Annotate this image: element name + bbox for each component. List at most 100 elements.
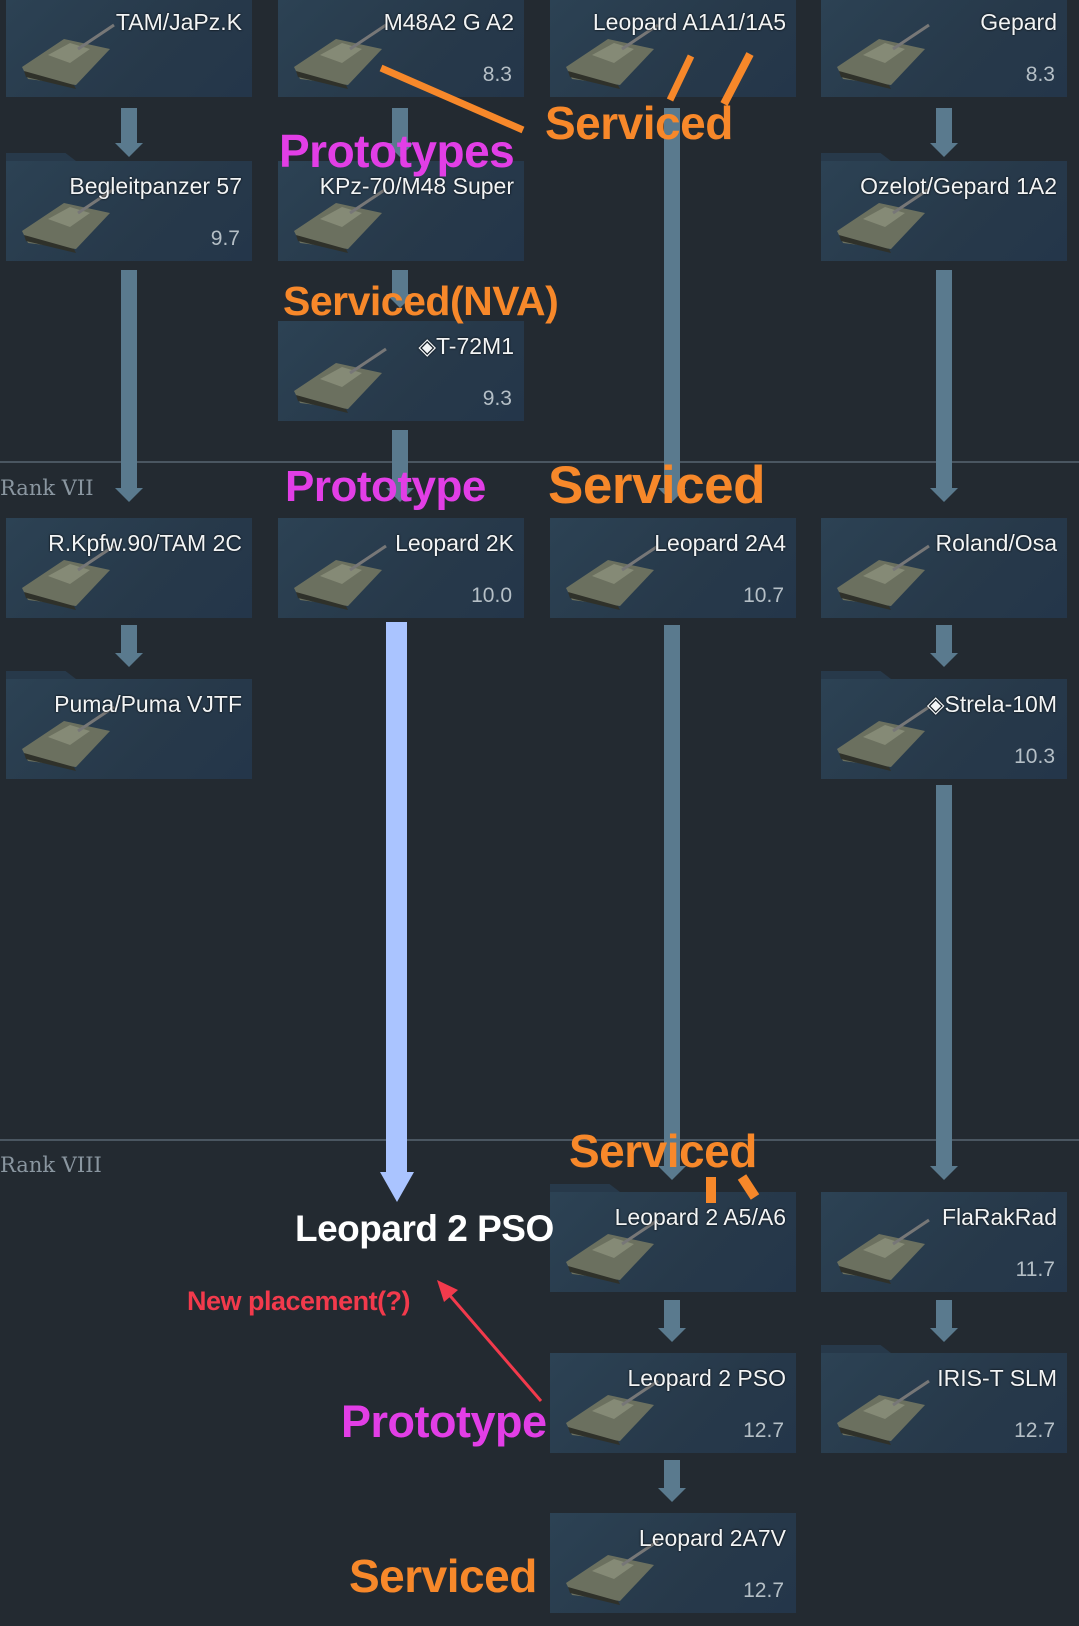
vehicle-card-m48a2-g-a2[interactable]: M48A2 G A2 8.3 [278,0,524,97]
annotation-serviced-nva: Serviced(NVA) [283,278,559,324]
connector-arrowhead [386,294,414,308]
connector-arrowhead [930,488,958,502]
rank-vii-label: Rank VII [0,476,94,500]
vehicle-name: M48A2 G A2 [383,9,514,35]
vehicle-thumbnail-icon [837,544,930,610]
vehicle-name: Leopard 2K [395,530,514,556]
vehicle-name: Leopard 2 PSO [627,1365,786,1391]
vehicle-card-ozelot-gepard-1a2[interactable]: Ozelot/Gepard 1A2 [821,153,1067,261]
vehicle-card-leopard-2a7v[interactable]: Leopard 2A7V 12.7 [550,1513,796,1613]
connector-arrowhead [658,488,686,502]
connector-arrowhead [658,1328,686,1342]
battle-rating: 11.7 [1015,1258,1055,1281]
vehicle-thumbnail-icon [837,1379,930,1445]
connector-line [936,270,952,488]
vehicle-name: Gepard [980,9,1057,35]
vehicle-name: Leopard 2A7V [638,1525,786,1551]
vehicle-card-leopard-2k[interactable]: Leopard 2K 10.0 [278,518,524,618]
folder-tab [550,1184,620,1192]
vehicle-name: Roland/Osa [935,530,1057,556]
annotation-serviced-2a4: Serviced [548,456,765,515]
vehicle-name: R.Kpfw.90/TAM 2C [48,530,242,556]
vehicle-thumbnail-icon [837,23,930,89]
vehicle-name: Leopard A1A1/1A5 [592,9,786,35]
vehicle-card-puma-puma-vjtf[interactable]: Puma/Puma VJTF [6,671,252,779]
vehicle-name: ◈T-72M1 [418,333,514,359]
vehicle-name: FlaRakRad [941,1204,1057,1230]
connector-arrowhead [115,488,143,502]
connector-arrowhead [115,143,143,157]
connector-line [664,1460,680,1488]
connector-line [121,108,137,143]
vehicle-card-flarakrad[interactable]: FlaRakRad 11.7 [821,1192,1067,1292]
vehicle-thumbnail-icon [294,187,387,253]
annotation-prototypes: Prototypes [279,125,515,177]
annotation-serviced-a5: Serviced [569,1125,757,1177]
rank-viii-label: Rank VIII [0,1153,102,1177]
rank-vii-divider [0,461,1079,463]
connector-arrowhead [386,143,414,157]
vehicle-card-t-72m1[interactable]: ◈T-72M1 9.3 [278,321,524,421]
vehicle-name: Puma/Puma VJTF [54,691,242,717]
red-arrow-line [444,1290,543,1402]
connector-line [664,1300,680,1328]
annotation-serviced-top: Serviced [545,97,733,149]
battle-rating: 10.0 [471,584,512,607]
connector-line [936,785,952,1166]
vehicle-thumbnail-icon [294,23,387,89]
annotation-prototype-2k: Prototype [285,462,486,511]
connector-arrowhead [386,488,414,502]
vehicle-name: Ozelot/Gepard 1A2 [860,173,1057,199]
vehicle-thumbnail-icon [22,544,115,610]
connector-line [121,625,137,653]
connector-line [664,625,680,1166]
vehicle-thumbnail-icon [22,705,115,771]
annotation-new-placement: New placement(?) [187,1286,411,1316]
vehicle-card-leopard-2-a5-a6[interactable]: Leopard 2 A5/A6 [550,1184,796,1292]
annotation-prototype-pso: Prototype [341,1396,547,1447]
vehicle-thumbnail-icon [566,23,659,89]
vehicle-thumbnail-icon [837,1218,930,1284]
connector-line [936,625,952,653]
folder-tab [821,153,891,161]
connector-line [121,270,137,488]
vehicle-name: KPz-70/M48 Super [319,173,514,199]
folder-tab [821,1345,891,1353]
folder-tab [6,153,76,161]
rank-viii-divider [0,1139,1079,1141]
vehicle-card-kpz-70-m48-super[interactable]: KPz-70/M48 Super [278,161,524,261]
red-arrow-head [437,1280,458,1302]
vehicle-card-roland-osa[interactable]: Roland/Osa [821,518,1067,618]
vehicle-name: Leopard 2A4 [654,530,786,556]
vehicle-card-leopard-2-pso[interactable]: Leopard 2 PSO 12.7 [550,1353,796,1453]
vehicle-thumbnail-icon [294,347,387,413]
connector-arrowhead [930,143,958,157]
vehicle-card-r-kpfw-90-tam-2c[interactable]: R.Kpfw.90/TAM 2C [6,518,252,618]
highlight-arrow-head [380,1172,414,1202]
vehicle-card-gepard[interactable]: Gepard 8.3 [821,0,1067,97]
connector-arrowhead [930,1328,958,1342]
vehicle-thumbnail-icon [837,187,930,253]
vehicle-card-begleitpanzer-57[interactable]: Begleitpanzer 57 9.7 [6,153,252,261]
annotation-serviced-2a7v: Serviced [349,1550,537,1602]
battle-rating: 12.7 [743,1419,784,1442]
vehicle-thumbnail-icon [294,544,387,610]
connector-arrowhead [658,1488,686,1502]
battle-rating: 8.3 [482,63,512,86]
battle-rating: 8.3 [1025,63,1055,86]
highlight-arrow [386,622,407,1174]
vehicle-card-tam-japz-k[interactable]: TAM/JaPz.K [6,0,252,97]
battle-rating: 9.3 [482,387,512,410]
battle-rating: 12.7 [743,1579,784,1602]
vehicle-thumbnail-icon [566,1379,659,1445]
connector-line [664,108,680,488]
vehicle-thumbnail-icon [566,1539,659,1605]
vehicle-card-leopard-a1a1-1a5[interactable]: Leopard A1A1/1A5 [550,0,796,97]
connector-arrowhead [658,1166,686,1180]
battle-rating: 9.7 [210,227,240,250]
folder-tab [821,671,891,679]
vehicle-name: Begleitpanzer 57 [69,173,242,199]
